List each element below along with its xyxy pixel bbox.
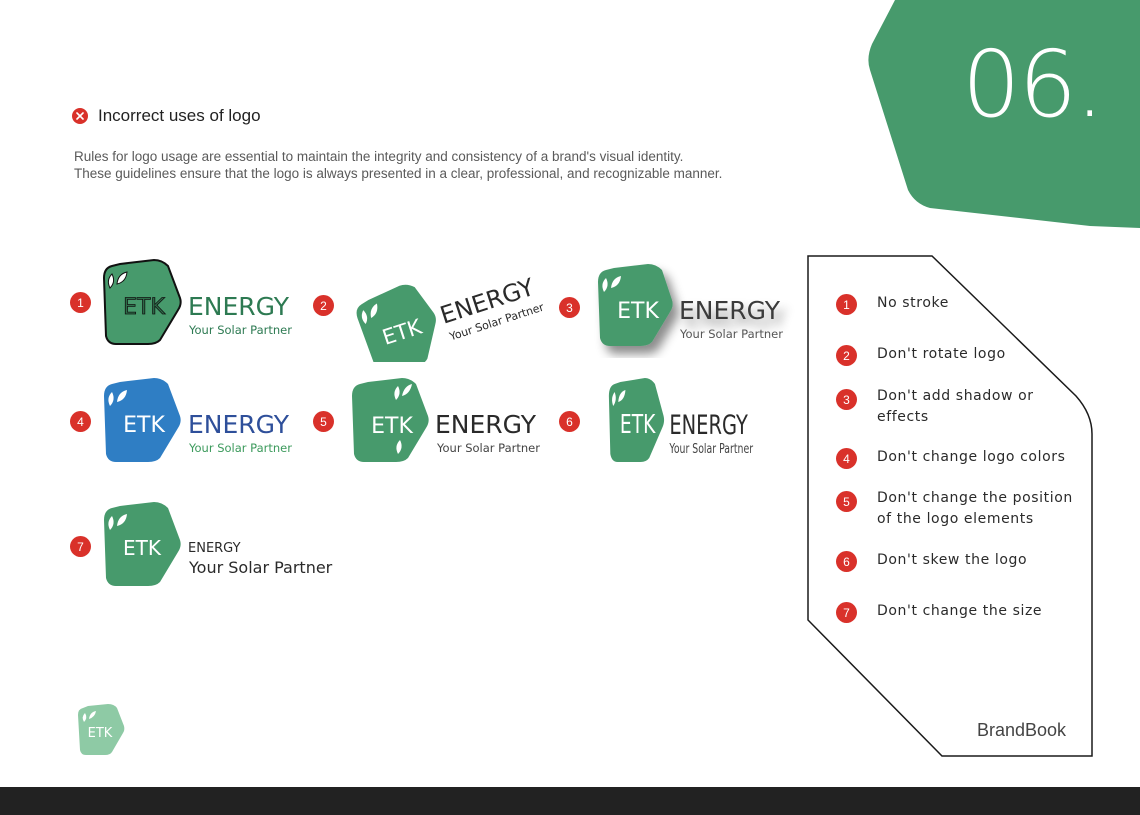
close-icon (72, 108, 88, 124)
logo-mark-text: ETK (123, 536, 162, 560)
rule-item: 7 Don't change the size (836, 601, 1077, 623)
logo-example-rotated: ETK ENERGY Your Solar Partner (356, 273, 546, 362)
logo-tagline-text: Your Solar Partner (669, 440, 754, 456)
example-number: 2 (313, 295, 334, 316)
rule-text: Don't change the size (877, 603, 1043, 619)
logo-mark-text: ETK (123, 295, 165, 320)
rule-item: 4 Don't change logo colors (836, 447, 1077, 469)
rule-item: 6 Don't skew the logo (836, 550, 1077, 572)
logo-example-skewed: ETK ENERGY Your Solar Partner (608, 378, 754, 462)
example-number: 4 (70, 411, 91, 432)
rule-number: 6 (836, 551, 857, 572)
logo-word-text: ENERGY (435, 410, 537, 439)
logo-tagline-text: Your Solar Partner (188, 323, 292, 337)
rule-number: 5 (836, 491, 857, 512)
logo-tagline-text: Your Solar Partner (188, 558, 333, 577)
rule-number: 4 (836, 448, 857, 469)
logo-tagline-text: Your Solar Partner (679, 327, 783, 341)
page-number: 06. (962, 31, 1104, 138)
logo-mark-text: ETK (123, 413, 165, 438)
logo-example-shadow: ETK ENERGY Your Solar Partner (598, 264, 783, 346)
bottom-bar (0, 787, 1140, 815)
rule-text: Don't add shadow or effects (877, 388, 1034, 425)
logo-example-position: ETK ENERGY Your Solar Partner (352, 378, 540, 462)
logo-mark-text: ETK (88, 726, 113, 741)
rule-item: 1 No stroke (836, 293, 1077, 315)
example-number: 7 (70, 536, 91, 557)
logo-word-text: ENERGY (679, 296, 781, 325)
logo-word-text: ENERGY (669, 409, 748, 441)
logo-example-stroke: ETK ENERGY Your Solar Partner (102, 258, 292, 345)
rule-text: Don't skew the logo (877, 552, 1028, 568)
example-number: 6 (559, 411, 580, 432)
logo-mark-text: ETK (617, 299, 659, 324)
logo-mark-text: ETK (620, 410, 656, 440)
rule-text: Don't change logo colors (877, 449, 1066, 465)
rule-item: 2 Don't rotate logo (836, 344, 1077, 366)
logo-word-text: ENERGY (188, 541, 241, 556)
rule-text: Don't change the position of the logo el… (877, 490, 1073, 527)
footer-logo: ETK (78, 704, 125, 755)
logo-word-text: ENERGY (188, 410, 290, 439)
rule-number: 7 (836, 602, 857, 623)
rule-number: 3 (836, 389, 857, 410)
rule-number: 1 (836, 294, 857, 315)
example-number: 3 (559, 297, 580, 318)
intro-line-2: These guidelines ensure that the logo is… (74, 166, 723, 181)
brandbook-label: BrandBook (977, 720, 1067, 740)
logo-mark-text: ETK (371, 414, 413, 439)
heading-text: Incorrect uses of logo (98, 106, 261, 125)
rule-item: 5 Don't change the position of the logo … (836, 488, 1077, 530)
intro-line-1: Rules for logo usage are essential to ma… (74, 149, 684, 164)
logo-tagline-text: Your Solar Partner (436, 441, 540, 455)
rule-item: 3 Don't add shadow or effects (836, 386, 1047, 428)
example-number: 5 (313, 411, 334, 432)
intro-text: Rules for logo usage are essential to ma… (74, 148, 834, 182)
rules-panel (807, 255, 1093, 757)
rule-number: 2 (836, 345, 857, 366)
logo-tagline-text: Your Solar Partner (188, 441, 292, 455)
logo-word-text: ENERGY (188, 292, 290, 321)
section-heading: Incorrect uses of logo (72, 106, 261, 126)
logo-example-size: ETK ENERGY Your Solar Partner (104, 502, 333, 586)
example-number: 1 (70, 292, 91, 313)
rule-text: No stroke (877, 295, 949, 311)
rule-text: Don't rotate logo (877, 346, 1006, 362)
logo-example-colors: ETK ENERGY Your Solar Partner (104, 378, 292, 462)
